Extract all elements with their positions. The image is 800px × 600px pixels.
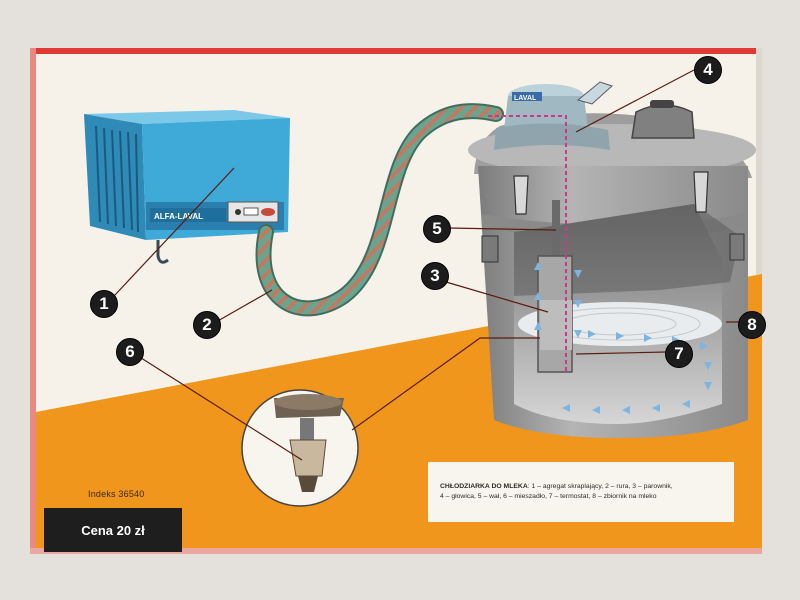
caption-line-1: 1 – agregat skraplający, 2 – rura, 3 – p… bbox=[531, 483, 673, 490]
stirrer-icon bbox=[241, 389, 359, 507]
callout-1: 1 bbox=[90, 290, 118, 318]
callout-5: 5 bbox=[423, 215, 451, 243]
callout-3: 3 bbox=[421, 262, 449, 290]
callout-2: 2 bbox=[193, 311, 221, 339]
callout-7: 7 bbox=[665, 340, 693, 368]
milk-tank-icon: LAVAL bbox=[468, 81, 756, 438]
price-label: Cena 20 zł bbox=[44, 508, 182, 552]
callout-6: 6 bbox=[116, 338, 144, 366]
head-brand-label: LAVAL bbox=[514, 95, 537, 102]
callout-4: 4 bbox=[694, 56, 722, 84]
caption-line-2: 4 – głowica, 5 – wał, 6 – mieszadło, 7 –… bbox=[440, 493, 657, 500]
hose-icon bbox=[255, 103, 504, 317]
callout-8: 8 bbox=[738, 311, 766, 339]
unit-brand-label: ALFA-LAVAL bbox=[154, 212, 203, 221]
caption-title: CHŁODZIARKA DO MLEKA bbox=[440, 483, 528, 490]
index-number: Indeks 36540 bbox=[88, 489, 145, 499]
caption-separator: : bbox=[527, 483, 532, 490]
leader-lines bbox=[113, 69, 742, 461]
refrigeration-unit-icon: ALFA-LAVAL bbox=[84, 110, 290, 264]
unit-brand-plate bbox=[150, 208, 226, 222]
caption-box: CHŁODZIARKA DO MLEKA: 1 – agregat skrapl… bbox=[428, 462, 734, 522]
